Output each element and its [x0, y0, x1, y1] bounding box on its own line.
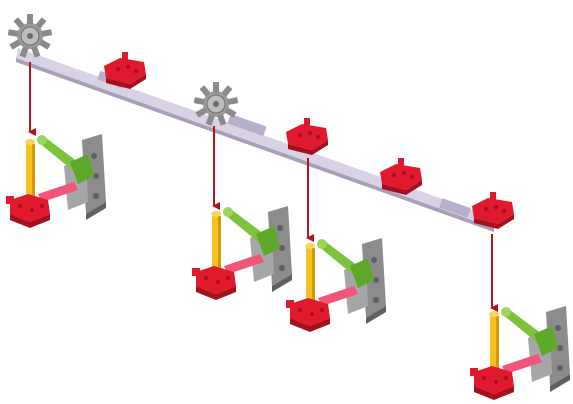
- mallet-assembly-icon: [192, 206, 292, 300]
- mallet-assembly-icon: [470, 306, 570, 400]
- mallet-assembly-icon: [6, 134, 106, 228]
- red-connector-icon: [104, 52, 146, 89]
- red-connector-icon: [286, 118, 328, 155]
- mallet-assembly-icon: [286, 238, 386, 332]
- red-connector-icon: [472, 192, 514, 229]
- gear-icon: [7, 13, 53, 59]
